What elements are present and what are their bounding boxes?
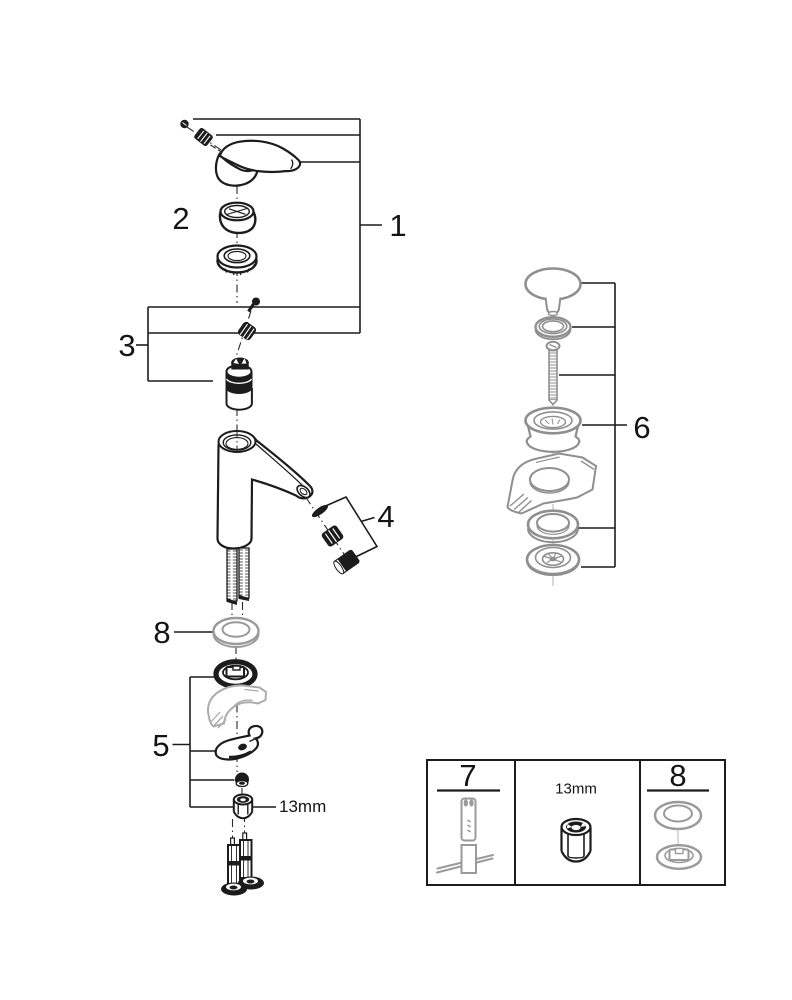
callout-3-label: 3	[118, 328, 135, 363]
callout-5-label: 5	[152, 728, 169, 763]
part-supply-hoses	[221, 832, 264, 896]
part-horseshoe-clamp	[214, 724, 264, 761]
part-drain-flange	[524, 406, 582, 453]
part-sink-cutaway	[506, 452, 598, 515]
part-oring-tab	[213, 659, 258, 689]
callout-6-label: 6	[633, 410, 650, 445]
legend-mounting-tool-icon	[436, 797, 494, 874]
part-ghost-clamp	[206, 684, 268, 729]
callout-8-label: 8	[153, 615, 170, 650]
part-cartridge-screw	[237, 297, 260, 341]
part-aerator-kit	[311, 504, 360, 575]
part-hex-nut	[232, 793, 254, 820]
legend-washers-icon	[653, 800, 703, 871]
part-threaded-shank	[226, 547, 250, 605]
part-drain-plug-cap	[524, 267, 582, 317]
part-drain-seal-ring	[534, 316, 572, 341]
part-dome-ring	[218, 201, 257, 235]
part-collar-ring	[216, 244, 258, 276]
part-lever-handle	[214, 139, 302, 187]
legend-8-label: 8	[669, 758, 686, 793]
callout-4-label: 4	[377, 499, 394, 534]
part-handle-screw	[180, 119, 224, 154]
callout-bracket-5	[172, 676, 235, 808]
legend-7-label: 7	[459, 758, 476, 793]
callout-bracket-4	[320, 495, 379, 558]
callout-bracket-3	[136, 307, 213, 382]
callout-bracket-6	[559, 282, 627, 568]
callout-2-label: 2	[172, 201, 189, 236]
callout-1-label: 1	[389, 208, 406, 243]
nut-size-label: 13mm	[279, 797, 326, 816]
part-drain-screw	[545, 340, 561, 406]
part-faucet-body	[216, 430, 314, 550]
part-drain-seal-washer	[526, 509, 580, 544]
part-cartridge	[225, 357, 253, 411]
part-drain-body	[525, 543, 581, 577]
legend-13mm-label: 13mm	[555, 781, 597, 798]
legend-hex-nut-icon	[560, 817, 592, 863]
part-cone-nut	[235, 772, 249, 788]
part-base-washer	[212, 616, 260, 648]
